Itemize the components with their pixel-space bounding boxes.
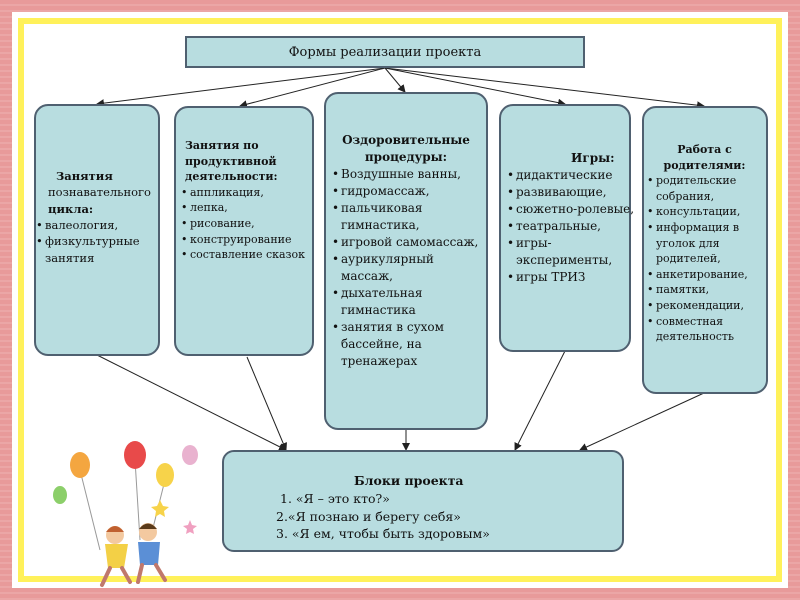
list-item: игровой самомассаж,: [332, 234, 480, 251]
list-item: рисование,: [181, 216, 310, 232]
list-item: игры-эксперименты,: [507, 235, 629, 269]
box-title-line: цикла:: [46, 201, 154, 217]
parents-work-box: Работа с родителями: родительские собран…: [642, 106, 768, 394]
list-item: совместная деятельность: [647, 314, 762, 345]
block-item: 2.«Я познаю и берегу себя»: [224, 508, 622, 526]
list-item: конструирование: [181, 232, 310, 248]
list-item: Воздушные ванны,: [332, 166, 480, 183]
list-item: игры ТРИЗ: [507, 269, 629, 286]
list-item: аурикулярный массаж,: [332, 251, 480, 285]
list-item: составление сказок: [181, 247, 310, 263]
bottom-title: Блоки проекта: [224, 472, 622, 490]
list-item: валеология,: [36, 217, 154, 233]
balloon-icon: [70, 452, 90, 478]
balloon-icon: [124, 441, 146, 469]
list-item: аппликация,: [181, 185, 310, 201]
health-procedures-box: Оздоровительные процедуры: Воздушные ван…: [324, 92, 488, 430]
list-item: сюжетно-ролевые,: [507, 201, 629, 218]
cognitive-classes-box: Занятия познавательного цикла: валеологи…: [34, 104, 160, 356]
list-item: физкультурные занятия: [36, 233, 154, 266]
balloon-icon: [53, 486, 67, 504]
list-item: рекомендации,: [647, 298, 762, 314]
box-title-line: родителями:: [647, 158, 762, 174]
list-item: занятия в сухом бассейне, на тренажерах: [332, 319, 480, 370]
project-forms-header: Формы реализации проекта: [185, 36, 585, 68]
list-item: дыхательная гимнастика: [332, 285, 480, 319]
list-item: памятки,: [647, 282, 762, 298]
box-title-line: Занятия по: [185, 138, 310, 154]
children-with-balloons-illustration: [40, 440, 220, 590]
block-item: 1. «Я – это кто?»: [224, 490, 622, 508]
box-title-line: Оздоровительные: [332, 132, 480, 149]
list-item: дидактические: [507, 167, 629, 184]
list-item: лепка,: [181, 200, 310, 216]
box-title-line: продуктивной: [185, 154, 310, 170]
box-title-line: деятельности:: [185, 169, 310, 185]
productive-activity-box: Занятия по продуктивной деятельности: ап…: [174, 106, 314, 356]
block-item: 3. «Я ем, чтобы быть здоровым»: [224, 525, 622, 543]
list-item: гидромассаж,: [332, 183, 480, 200]
project-blocks-box: Блоки проекта 1. «Я – это кто?» 2.«Я поз…: [222, 450, 624, 552]
list-item: театральные,: [507, 218, 629, 235]
box-title-line: Работа с: [647, 142, 762, 158]
list-item: пальчиковая гимнастика,: [332, 200, 480, 234]
balloon-icon: [182, 445, 198, 465]
games-box: Игры: дидактические развивающие, сюжетно…: [499, 104, 631, 352]
list-item: развивающие,: [507, 184, 629, 201]
box-title-line: Занятия: [46, 168, 154, 184]
header-title: Формы реализации проекта: [289, 45, 481, 60]
balloon-icon: [156, 463, 174, 487]
box-title-line: процедуры:: [332, 149, 480, 166]
box-title-line: Игры:: [507, 150, 629, 167]
list-item: анкетирование,: [647, 267, 762, 283]
list-item: родительские собрания,: [647, 173, 762, 204]
box-title-line: познавательного: [46, 184, 154, 200]
list-item: информация в уголок для родителей,: [647, 220, 762, 267]
list-item: консультации,: [647, 204, 762, 220]
